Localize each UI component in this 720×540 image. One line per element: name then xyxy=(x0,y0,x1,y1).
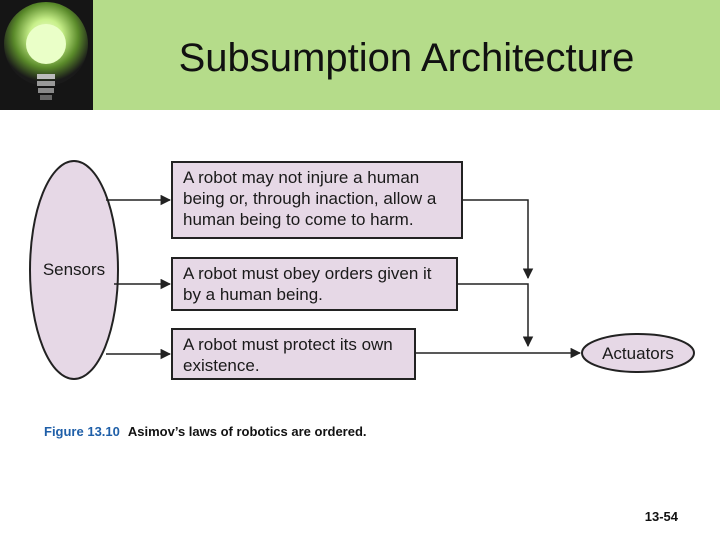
caption-text: Asimov’s laws of robotics are ordered. xyxy=(127,424,367,439)
header-bar: Subsumption Architecture xyxy=(0,0,720,110)
sensors-label: Sensors xyxy=(42,260,106,279)
figure-caption: Figure 13.10 Asimov’s laws of robotics ar… xyxy=(44,424,367,439)
actuators-ellipse xyxy=(581,333,695,373)
actuators-label: Actuators xyxy=(602,344,674,363)
lightbulb-icon xyxy=(0,0,93,110)
page-number: 13-54 xyxy=(644,509,678,524)
law-box-3: A robot must protect its own existence. xyxy=(171,328,416,380)
law-box-1: A robot may not injure a human being or,… xyxy=(171,161,463,239)
slide-title: Subsumption Architecture xyxy=(178,36,635,80)
connector-law-1 xyxy=(462,199,534,280)
law-box-2: A robot must obey orders given it by a h… xyxy=(171,257,458,311)
connector-law-2 xyxy=(457,283,534,348)
sensors-ellipse xyxy=(29,160,119,380)
figure-label: Figure 13.10 xyxy=(44,424,120,439)
